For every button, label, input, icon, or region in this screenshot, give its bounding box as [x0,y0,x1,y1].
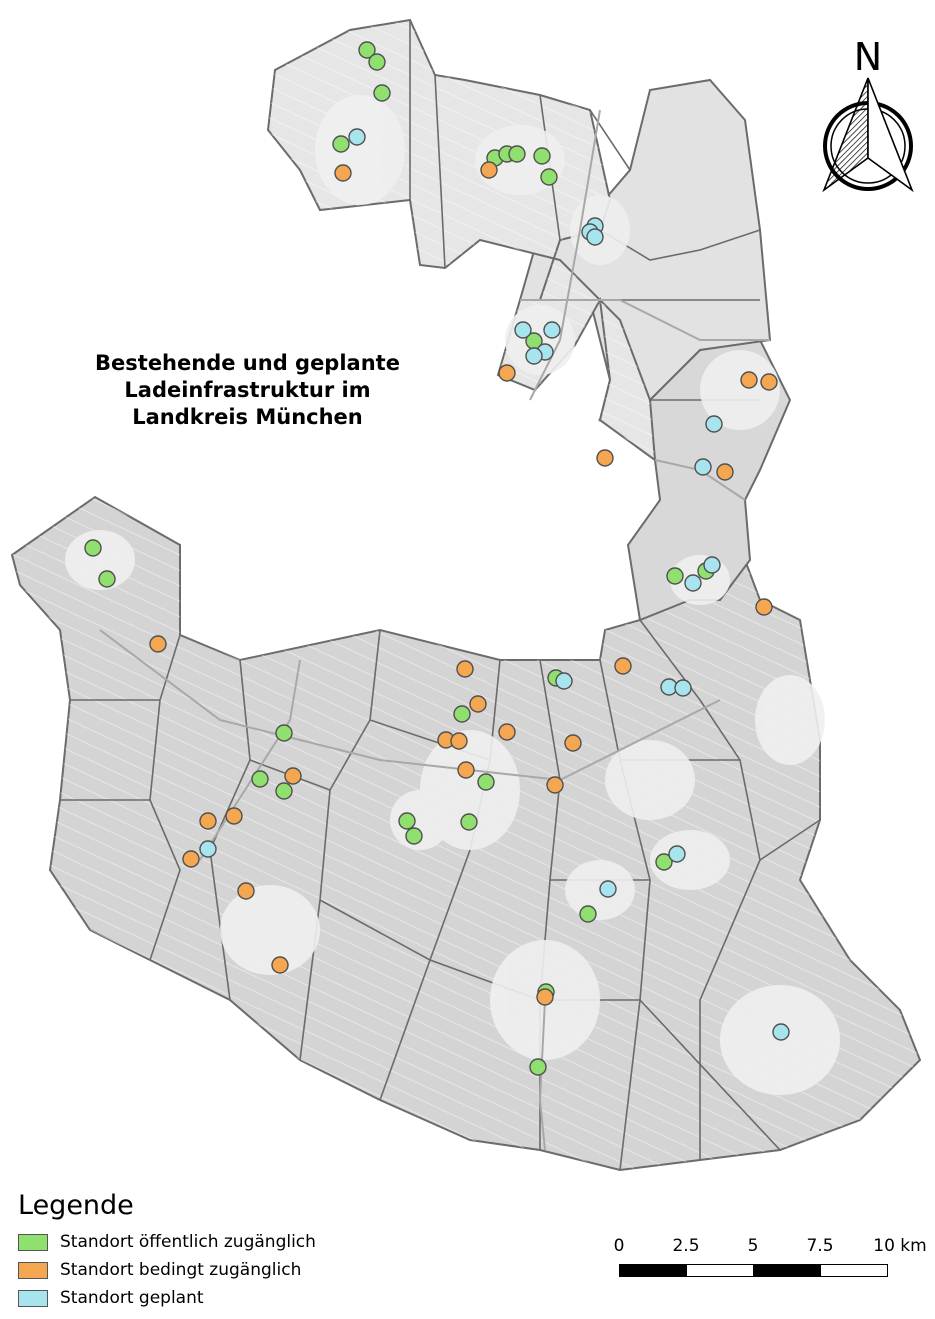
scale-label-10: 10 km [873,1236,927,1256]
scale-label-5: 5 [747,1236,759,1256]
marker-planned[interactable] [199,840,217,858]
map-title-line-2: Ladeinfrastruktur im [124,378,371,402]
marker-conditional[interactable] [450,732,468,750]
marker-conditional[interactable] [564,734,582,752]
marker-public[interactable] [98,570,116,588]
marker-planned[interactable] [514,321,532,339]
scale-bar: 0 2.5 5 7.5 10 km [600,1236,930,1296]
marker-public[interactable] [84,539,102,557]
marker-planned[interactable] [668,845,686,863]
legend-label-planned: Standort geplant [60,1288,204,1308]
north-arrow: N [818,38,918,198]
scale-segment-2 [686,1264,754,1277]
marker-conditional[interactable] [457,761,475,779]
marker-planned[interactable] [543,321,561,339]
scale-segment-4 [820,1264,888,1277]
scale-label-2-5: 2.5 [672,1236,700,1256]
marker-planned[interactable] [599,880,617,898]
marker-conditional[interactable] [469,695,487,713]
marker-conditional[interactable] [182,850,200,868]
scale-segment-3 [753,1264,821,1277]
marker-public[interactable] [666,567,684,585]
marker-planned[interactable] [703,556,721,574]
marker-conditional[interactable] [237,882,255,900]
marker-planned[interactable] [348,128,366,146]
marker-conditional[interactable] [498,364,516,382]
legend-item-public: Standort öffentlich zugänglich [18,1231,316,1253]
marker-public[interactable] [275,724,293,742]
scale-label-7-5: 7.5 [806,1236,834,1256]
marker-conditional[interactable] [284,767,302,785]
marker-conditional[interactable] [596,449,614,467]
marker-conditional[interactable] [716,463,734,481]
marker-conditional[interactable] [480,161,498,179]
marker-planned[interactable] [772,1023,790,1041]
marker-conditional[interactable] [740,371,758,389]
marker-conditional[interactable] [456,660,474,678]
marker-conditional[interactable] [149,635,167,653]
marker-conditional[interactable] [614,657,632,675]
north-label: N [853,35,883,79]
settlement-areas [65,95,840,1095]
marker-conditional[interactable] [271,956,289,974]
marker-conditional[interactable] [199,812,217,830]
marker-public[interactable] [275,782,293,800]
marker-public[interactable] [579,905,597,923]
marker-planned[interactable] [684,574,702,592]
marker-conditional[interactable] [760,373,778,391]
marker-conditional[interactable] [546,776,564,794]
marker-public[interactable] [655,853,673,871]
marker-public[interactable] [332,135,350,153]
north-arrow-icon [822,77,914,193]
legend-label-conditional: Standort bedingt zugänglich [60,1260,302,1280]
marker-planned[interactable] [674,679,692,697]
scale-segment-1 [619,1264,687,1277]
scale-label-0: 0 [613,1236,625,1256]
marker-public[interactable] [373,84,391,102]
marker-planned[interactable] [586,228,604,246]
marker-public[interactable] [540,168,558,186]
marker-public[interactable] [508,145,526,163]
legend-item-planned: Standort geplant [18,1287,204,1309]
marker-planned[interactable] [525,347,543,365]
legend-label-public: Standort öffentlich zugänglich [60,1232,316,1252]
map-title-line-1: Bestehende und geplante [95,351,400,375]
marker-public[interactable] [460,813,478,831]
marker-public[interactable] [453,705,471,723]
legend-title: Legende [18,1190,134,1221]
marker-conditional[interactable] [334,164,352,182]
map-title-line-3: Landkreis München [132,405,363,429]
map-title: Bestehende und geplante Ladeinfrastruktu… [70,350,425,431]
marker-planned[interactable] [694,458,712,476]
legend-swatch-conditional [18,1261,48,1279]
marker-conditional[interactable] [755,598,773,616]
marker-planned[interactable] [705,415,723,433]
marker-conditional[interactable] [498,723,516,741]
marker-public[interactable] [398,812,416,830]
marker-public[interactable] [477,773,495,791]
legend-swatch-public [18,1233,48,1251]
marker-public[interactable] [368,53,386,71]
marker-public[interactable] [533,147,551,165]
charging-location-markers [84,41,790,1076]
marker-conditional[interactable] [225,807,243,825]
marker-public[interactable] [529,1058,547,1076]
legend-swatch-planned [18,1289,48,1307]
legend-item-conditional: Standort bedingt zugänglich [18,1259,301,1281]
marker-planned[interactable] [555,672,573,690]
district-map [10,18,922,1172]
marker-conditional[interactable] [536,988,554,1006]
marker-public[interactable] [251,770,269,788]
marker-public[interactable] [405,827,423,845]
marker-public[interactable] [358,41,376,59]
